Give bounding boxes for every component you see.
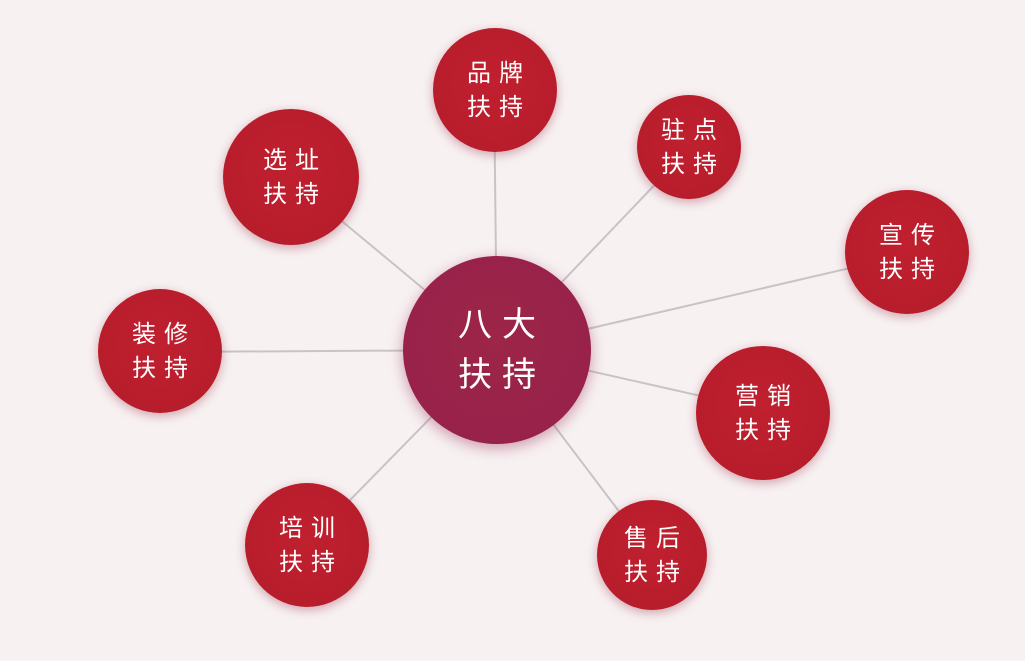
node-label: 装修 xyxy=(132,320,196,348)
node-label: 宣传 xyxy=(879,221,943,249)
node-aftersales: 售后 扶持 xyxy=(597,500,707,610)
node-label: 扶持 xyxy=(467,93,531,121)
node-label: 扶持 xyxy=(661,150,725,178)
node-promotion: 宣传 扶持 xyxy=(845,190,969,314)
node-station: 驻点 扶持 xyxy=(637,95,741,199)
node-label: 扶持 xyxy=(735,416,799,444)
node-label: 扶持 xyxy=(279,548,343,576)
node-label: 驻点 xyxy=(661,116,725,144)
node-brand: 品牌 扶持 xyxy=(433,28,557,152)
node-label: 品牌 xyxy=(467,59,531,87)
node-marketing: 营销 扶持 xyxy=(696,346,830,480)
node-label: 培训 xyxy=(279,514,343,542)
node-label: 扶持 xyxy=(263,180,327,208)
node-label: 扶持 xyxy=(624,558,688,586)
node-label: 选址 xyxy=(263,146,327,174)
node-label: 扶持 xyxy=(132,354,196,382)
node-label: 扶持 xyxy=(879,255,943,283)
node-label: 售后 xyxy=(624,524,688,552)
center-node: 八大 扶持 xyxy=(403,256,591,444)
node-site: 选址 扶持 xyxy=(223,109,359,245)
center-line1: 八大 xyxy=(458,305,546,345)
center-line2: 扶持 xyxy=(458,355,546,395)
node-decoration: 装修 扶持 xyxy=(98,289,222,413)
node-training: 培训 扶持 xyxy=(245,483,369,607)
node-label: 营销 xyxy=(735,382,799,410)
